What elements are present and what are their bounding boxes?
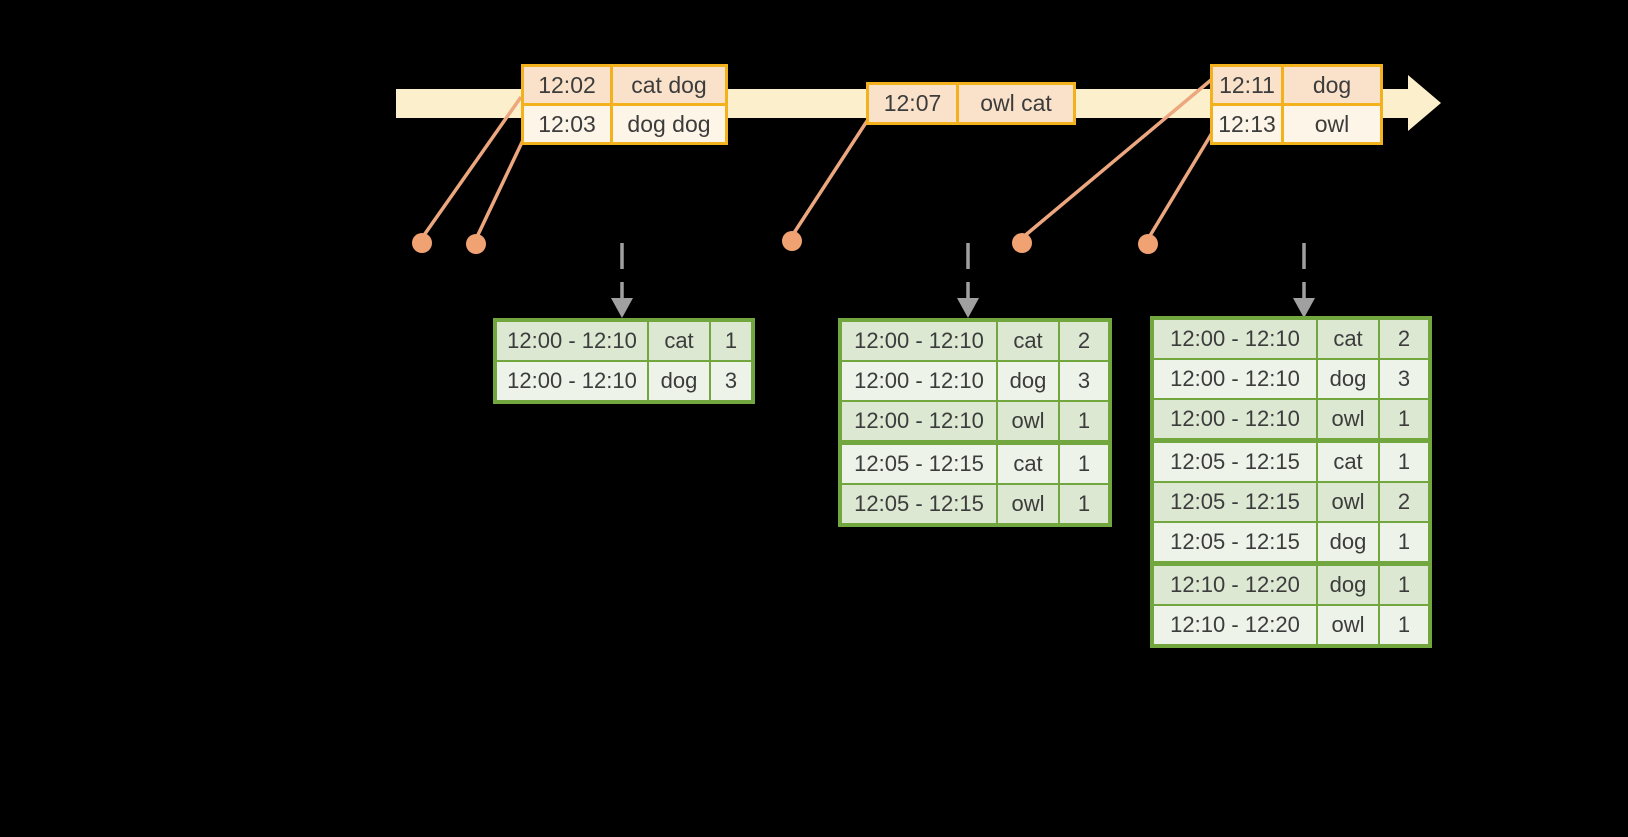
word-cell: dog: [1316, 561, 1380, 606]
count-cell: 3: [1378, 358, 1431, 400]
event-table-3: 12:11 dog 12:13 owl: [1210, 64, 1383, 145]
trigger-arrowhead-icon: [1293, 298, 1315, 318]
result-row: 12:00 - 12:10 cat 1: [494, 319, 754, 362]
trigger-arrowhead-icon: [611, 298, 633, 318]
window-cell: 12:00 - 12:10: [1151, 317, 1318, 360]
count-cell: 3: [1058, 360, 1111, 402]
event-words-cell: dog dog: [610, 103, 728, 145]
word-cell: dog: [996, 360, 1060, 402]
window-cell: 12:00 - 12:10: [494, 360, 649, 403]
window-cell: 12:05 - 12:15: [1151, 438, 1318, 483]
event-time-cell: 12:03: [521, 103, 613, 145]
result-row: 12:00 - 12:10 dog 3: [494, 360, 754, 403]
window-cell: 12:00 - 12:10: [839, 360, 998, 402]
word-cell: cat: [1316, 317, 1380, 360]
result-table-3: 12:00 - 12:10 cat 2 12:00 - 12:10 dog 3 …: [1150, 316, 1432, 648]
window-cell: 12:00 - 12:10: [494, 319, 649, 362]
result-row: 12:00 - 12:10 cat 2: [1151, 317, 1431, 360]
event-dots: [412, 231, 1158, 254]
word-cell: cat: [996, 440, 1060, 485]
event-dot: [1138, 234, 1158, 254]
connector-line: [474, 137, 526, 240]
result-row: 12:00 - 12:10 owl 1: [839, 400, 1111, 444]
event-row: 12:02 cat dog: [521, 64, 728, 106]
word-cell: dog: [647, 360, 711, 403]
count-cell: 1: [709, 319, 754, 362]
count-cell: 1: [1378, 521, 1431, 565]
count-cell: 1: [1058, 400, 1111, 444]
result-row: 12:05 - 12:15 owl 1: [839, 483, 1111, 526]
result-row: 12:10 - 12:20 owl 1: [1151, 604, 1431, 647]
result-row: 12:10 - 12:20 dog 1: [1151, 561, 1431, 606]
count-cell: 1: [1378, 561, 1431, 606]
word-cell: cat: [996, 319, 1060, 362]
event-time-cell: 12:13: [1210, 103, 1284, 145]
window-cell: 12:00 - 12:10: [839, 319, 998, 362]
connector-line: [420, 95, 523, 240]
event-row: 12:03 dog dog: [521, 103, 728, 145]
result-row: 12:05 - 12:15 owl 2: [1151, 481, 1431, 523]
result-table-1: 12:00 - 12:10 cat 1 12:00 - 12:10 dog 3: [493, 318, 755, 404]
count-cell: 3: [709, 360, 754, 403]
window-cell: 12:10 - 12:20: [1151, 561, 1318, 606]
window-cell: 12:05 - 12:15: [839, 440, 998, 485]
result-row: 12:00 - 12:10 dog 3: [1151, 358, 1431, 400]
event-dot: [1012, 233, 1032, 253]
event-row: 12:11 dog: [1210, 64, 1383, 106]
result-row: 12:05 - 12:15 cat 1: [1151, 438, 1431, 483]
event-table-2: 12:07 owl cat: [866, 82, 1076, 125]
count-cell: 2: [1378, 317, 1431, 360]
count-cell: 1: [1058, 483, 1111, 526]
window-cell: 12:05 - 12:15: [1151, 521, 1318, 565]
word-cell: owl: [1316, 481, 1380, 523]
event-dot: [782, 231, 802, 251]
window-cell: 12:00 - 12:10: [1151, 398, 1318, 442]
connector-line: [1020, 78, 1213, 240]
event-table-1: 12:02 cat dog 12:03 dog dog: [521, 64, 728, 145]
word-cell: dog: [1316, 521, 1380, 565]
event-dot: [466, 234, 486, 254]
window-cell: 12:00 - 12:10: [839, 400, 998, 444]
window-cell: 12:05 - 12:15: [1151, 481, 1318, 523]
word-cell: owl: [1316, 398, 1380, 442]
result-row: 12:05 - 12:15 cat 1: [839, 440, 1111, 485]
timeline-arrow-icon: [1408, 75, 1441, 131]
count-cell: 1: [1058, 440, 1111, 485]
result-row: 12:00 - 12:10 cat 2: [839, 319, 1111, 362]
count-cell: 2: [1058, 319, 1111, 362]
word-cell: owl: [996, 400, 1060, 444]
word-cell: owl: [1316, 604, 1380, 647]
connector-lines: [420, 78, 1214, 240]
event-words-cell: dog: [1281, 64, 1383, 106]
word-cell: owl: [996, 483, 1060, 526]
count-cell: 1: [1378, 604, 1431, 647]
event-time-cell: 12:11: [1210, 64, 1284, 106]
trigger-arrows: [611, 243, 1315, 318]
result-row: 12:05 - 12:15 dog 1: [1151, 521, 1431, 565]
result-table-2: 12:00 - 12:10 cat 2 12:00 - 12:10 dog 3 …: [838, 318, 1112, 527]
trigger-arrowhead-icon: [957, 298, 979, 318]
event-words-cell: owl cat: [956, 82, 1076, 125]
count-cell: 1: [1378, 398, 1431, 442]
window-cell: 12:10 - 12:20: [1151, 604, 1318, 647]
event-time-cell: 12:07: [866, 82, 959, 125]
connector-line: [1146, 132, 1214, 240]
count-cell: 1: [1378, 438, 1431, 483]
result-row: 12:00 - 12:10 owl 1: [1151, 398, 1431, 442]
count-cell: 2: [1378, 481, 1431, 523]
event-words-cell: owl: [1281, 103, 1383, 145]
event-time-cell: 12:02: [521, 64, 613, 106]
window-cell: 12:05 - 12:15: [839, 483, 998, 526]
window-cell: 12:00 - 12:10: [1151, 358, 1318, 400]
event-row: 12:07 owl cat: [866, 82, 1076, 125]
word-cell: cat: [647, 319, 711, 362]
event-dot: [412, 233, 432, 253]
result-row: 12:00 - 12:10 dog 3: [839, 360, 1111, 402]
connector-line: [790, 120, 869, 237]
word-cell: dog: [1316, 358, 1380, 400]
event-row: 12:13 owl: [1210, 103, 1383, 145]
event-words-cell: cat dog: [610, 64, 728, 106]
word-cell: cat: [1316, 438, 1380, 483]
